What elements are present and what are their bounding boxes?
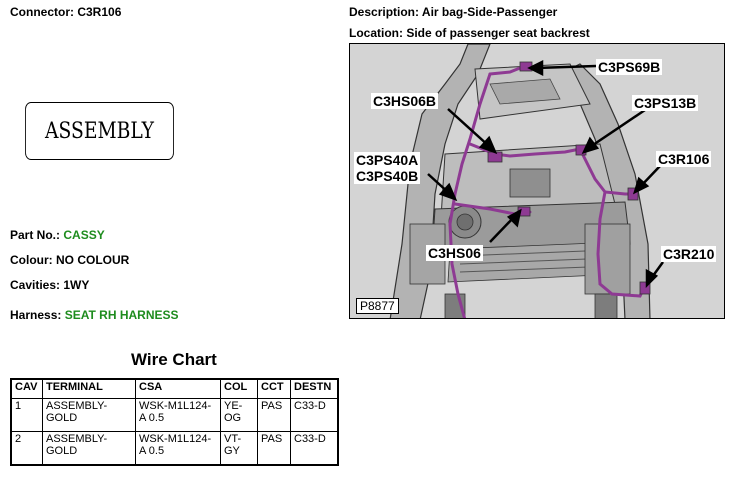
assembly-text: ASSEMBLY (45, 118, 154, 144)
header-terminal: TERMINAL (42, 378, 136, 399)
header-cct: CCT (257, 378, 291, 399)
table-row: 2 ASSEMBLY- GOLD WSK-M1L124- A 0.5 VT- G… (10, 431, 339, 466)
wire-chart-table: CAV TERMINAL CSA COL CCT DESTN 1 ASSEMBL… (10, 378, 339, 466)
callout-c3ps13b: C3PS13B (632, 95, 699, 111)
header-csa: CSA (135, 378, 221, 399)
callout-c3r210: C3R210 (661, 246, 717, 262)
callout-arrows (427, 59, 665, 289)
harness-label: Harness: (10, 308, 62, 322)
connector-line: Connector: C3R106 (10, 5, 121, 19)
cavities-value: 1WY (63, 278, 90, 292)
cell-cct: PAS (257, 398, 291, 432)
callout-c3ps40a: C3PS40A (354, 152, 421, 168)
table-row: 1 ASSEMBLY- GOLD WSK-M1L124- A 0.5 YE- O… (10, 398, 339, 432)
harness-line: Harness: SEAT RH HARNESS (10, 308, 179, 322)
cell-destn: C33-D (290, 431, 339, 466)
header-destn: DESTN (290, 378, 339, 399)
part-no-label: Part No.: (10, 228, 61, 242)
cell-destn: C33-D (290, 398, 339, 432)
harness-value: SEAT RH HARNESS (64, 308, 179, 322)
part-no-line: Part No.: CASSY (10, 228, 105, 242)
cell-cct: PAS (257, 431, 291, 466)
callout-c3hs06: C3HS06 (426, 245, 483, 261)
callout-c3r106: C3R106 (656, 151, 712, 167)
seat-illustration (350, 44, 724, 318)
cell-cav: 1 (10, 398, 43, 432)
location-label: Location: (349, 26, 403, 40)
cell-csa: WSK-M1L124- A 0.5 (135, 431, 221, 466)
callout-c3hs06b: C3HS06B (371, 93, 439, 109)
colour-value: NO COLOUR (56, 253, 130, 267)
connector-label: Connector: (10, 5, 74, 19)
callout-c3ps40b: C3PS40B (354, 168, 421, 184)
description-line: Description: Air bag-Side-Passenger (349, 5, 557, 19)
header-col: COL (220, 378, 258, 399)
location-diagram: C3PS69B C3HS06B C3PS13B C3PS40A C3PS40B … (349, 43, 725, 319)
cell-cav: 2 (10, 431, 43, 466)
cell-terminal: ASSEMBLY- GOLD (42, 431, 136, 466)
wire-chart-title: Wire Chart (131, 350, 217, 369)
colour-line: Colour: NO COLOUR (10, 253, 129, 267)
part-no-value: CASSY (63, 228, 105, 242)
cell-col: VT- GY (220, 431, 258, 466)
cavities-label: Cavities: (10, 278, 61, 292)
connector-value: C3R106 (77, 5, 122, 19)
location-line: Location: Side of passenger seat backres… (349, 26, 590, 40)
callout-c3ps69b: C3PS69B (596, 59, 663, 75)
picture-number: P8877 (356, 298, 399, 314)
location-value: Side of passenger seat backrest (406, 26, 590, 40)
colour-label: Colour: (10, 253, 53, 267)
connector-assembly-image: ASSEMBLY (25, 102, 174, 160)
header-cav: CAV (10, 378, 43, 399)
description-label: Description: (349, 5, 420, 19)
cell-col: YE- OG (220, 398, 258, 432)
description-value: Air bag-Side-Passenger (421, 5, 558, 19)
wire-chart-header-row: CAV TERMINAL CSA COL CCT DESTN (10, 378, 339, 399)
cell-terminal: ASSEMBLY- GOLD (42, 398, 136, 432)
cell-csa: WSK-M1L124- A 0.5 (135, 398, 221, 432)
cavities-line: Cavities: 1WY (10, 278, 89, 292)
